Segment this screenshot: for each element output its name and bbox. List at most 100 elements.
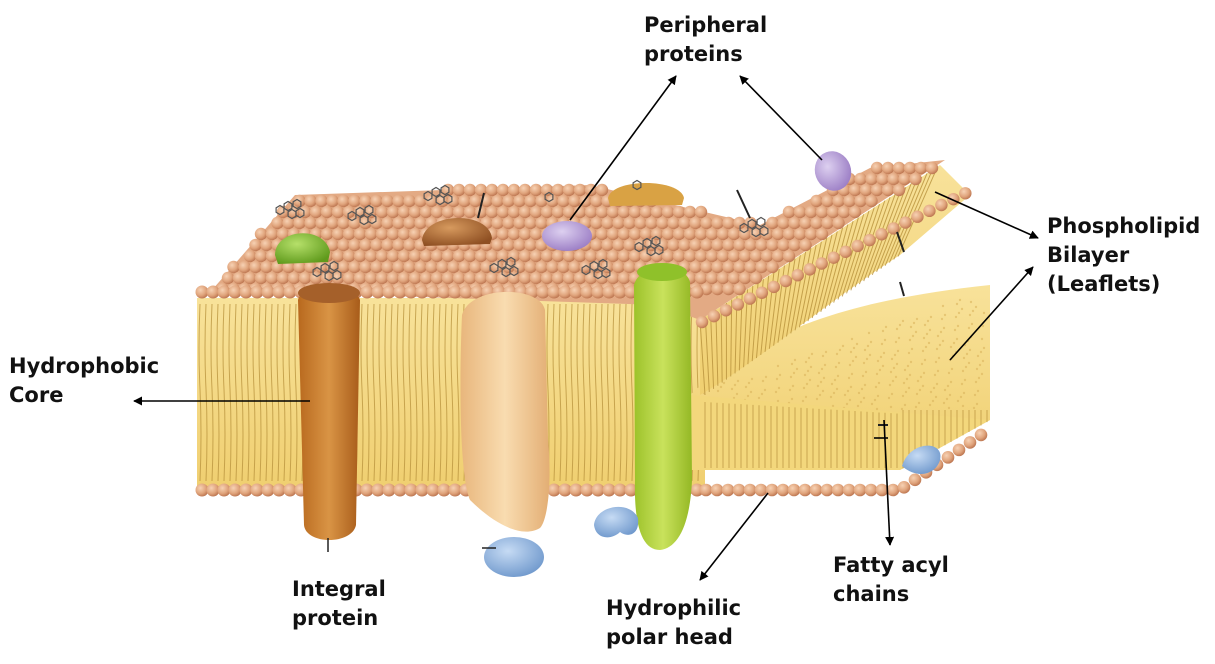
lipid-head bbox=[860, 184, 872, 196]
integral-protein bbox=[298, 288, 360, 540]
lipid-head bbox=[717, 228, 729, 240]
lipid-head bbox=[370, 261, 382, 273]
channel-protein bbox=[460, 292, 549, 532]
lipid-head bbox=[381, 195, 393, 207]
lipid-head bbox=[612, 217, 624, 229]
label-line: protein bbox=[292, 604, 386, 633]
lipid-head bbox=[563, 272, 575, 284]
lipid-head bbox=[843, 195, 855, 207]
lipid-head bbox=[876, 173, 888, 185]
lipid-head bbox=[535, 195, 547, 207]
label-line: Phospholipid bbox=[1047, 212, 1200, 241]
lipid-head bbox=[711, 217, 723, 229]
lipid-head bbox=[612, 261, 624, 273]
lipid-head bbox=[453, 250, 465, 262]
lipid-head bbox=[700, 484, 713, 497]
lipid-head bbox=[332, 228, 344, 240]
lipid-head bbox=[464, 184, 476, 196]
lipid-head bbox=[332, 206, 344, 218]
lipid-head bbox=[414, 195, 426, 207]
lipid-head bbox=[783, 250, 795, 262]
lipid-head bbox=[370, 195, 382, 207]
lipid-head bbox=[689, 239, 701, 251]
lipid-head bbox=[640, 206, 652, 218]
lipid-head bbox=[684, 206, 696, 218]
lipid-head bbox=[788, 239, 800, 251]
lipid-head bbox=[244, 250, 256, 262]
lipid-head bbox=[766, 217, 778, 229]
lipid-head bbox=[315, 217, 327, 229]
lipid-head bbox=[851, 240, 863, 252]
lipid-head bbox=[464, 272, 476, 284]
lipid-head bbox=[799, 239, 811, 251]
lipid-head bbox=[519, 228, 531, 240]
lipid-head bbox=[623, 239, 635, 251]
lipid-head bbox=[557, 195, 569, 207]
lipid-head bbox=[403, 217, 415, 229]
lipid-head bbox=[816, 228, 828, 240]
lipid-head bbox=[689, 217, 701, 229]
lipid-head bbox=[563, 184, 575, 196]
lipid-head bbox=[502, 217, 514, 229]
lipid-head bbox=[695, 272, 707, 284]
integral-protein-cap bbox=[298, 283, 360, 303]
lipid-head bbox=[585, 206, 597, 218]
lipid-head bbox=[563, 250, 575, 262]
lipid-head bbox=[491, 239, 503, 251]
lipid-head bbox=[568, 195, 580, 207]
lipid-head bbox=[277, 272, 289, 284]
lipid-head bbox=[964, 436, 977, 449]
lipid-head bbox=[755, 239, 767, 251]
label-peripheral-proteins: Peripheral proteins bbox=[644, 11, 767, 69]
arrow-peripheral-right bbox=[740, 76, 822, 160]
lipid-head bbox=[904, 162, 916, 174]
lipid-head bbox=[249, 261, 261, 273]
lipid-head bbox=[772, 250, 784, 262]
lipid-head bbox=[541, 206, 553, 218]
lipid-head bbox=[640, 228, 652, 240]
lipid-head bbox=[607, 228, 619, 240]
lipid-head bbox=[696, 316, 708, 328]
lipid-head bbox=[420, 272, 432, 284]
lipid-head bbox=[420, 250, 432, 262]
lipid-head bbox=[684, 228, 696, 240]
lipid-head bbox=[469, 195, 481, 207]
lipid-head bbox=[381, 261, 393, 273]
lipid-head bbox=[557, 261, 569, 273]
lipid-head bbox=[898, 481, 911, 494]
lipid-head bbox=[530, 206, 542, 218]
lipid-head bbox=[882, 162, 894, 174]
lipid-head bbox=[403, 195, 415, 207]
lipid-head bbox=[464, 250, 476, 262]
lipid-head bbox=[491, 195, 503, 207]
lipid-head bbox=[535, 261, 547, 273]
lipid-head bbox=[750, 250, 762, 262]
lipid-head bbox=[442, 272, 454, 284]
lipid-head bbox=[761, 250, 773, 262]
label-line: chains bbox=[833, 580, 949, 609]
label-hydrophilic-polar-head: Hydrophilic polar head bbox=[606, 594, 741, 652]
lipid-head bbox=[348, 195, 360, 207]
lipid-head bbox=[893, 184, 905, 196]
lipid-head bbox=[783, 228, 795, 240]
lipid-head bbox=[552, 184, 564, 196]
lipid-head bbox=[805, 228, 817, 240]
lipid-head bbox=[546, 261, 558, 273]
lipid-head bbox=[398, 228, 410, 240]
lipid-head bbox=[321, 228, 333, 240]
lipid-head bbox=[700, 217, 712, 229]
lipid-head bbox=[618, 250, 630, 262]
lipid-head bbox=[871, 184, 883, 196]
lipid-head bbox=[530, 184, 542, 196]
lipid-head bbox=[766, 239, 778, 251]
lipid-head bbox=[524, 261, 536, 273]
lipid-head bbox=[766, 261, 778, 273]
lipid-head bbox=[524, 217, 536, 229]
lipid-head bbox=[343, 250, 355, 262]
lipid-head bbox=[513, 239, 525, 251]
lipid-head bbox=[343, 228, 355, 240]
lipid-head bbox=[893, 162, 905, 174]
lipid-head bbox=[728, 272, 740, 284]
lipid-head bbox=[662, 206, 674, 218]
lipid-head bbox=[596, 206, 608, 218]
